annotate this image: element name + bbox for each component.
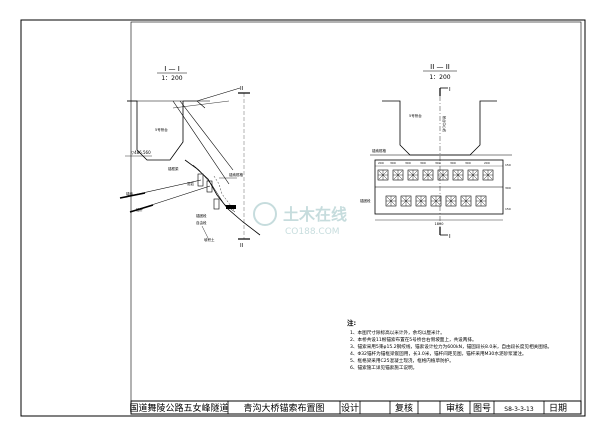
anchor-beam-label: 锚框梁 [168,166,179,171]
section-scale-right: 1：200 [429,74,450,81]
free-seg-label: 自由段 [196,220,207,225]
dim-label-top: 300 [435,161,441,165]
anchor-cell [407,169,419,181]
anchor-frame-1 [197,173,204,187]
dim-label-top: 300 [405,161,411,165]
design-label: 设计 [341,402,359,414]
anchor-cell [415,195,427,207]
anchor-cell [452,169,464,181]
anchor-frame-4 [226,205,236,209]
pier-label: 5号桥台 [155,127,168,132]
anchor-seg-label: 锚固段 [196,213,207,218]
right-pier-label: 5号桥台 [409,113,422,118]
section-mark-i-top: I [449,87,451,93]
anchor-cell [437,169,449,181]
title-block: 国道舞陵公路五女峰隧道 青沟大桥锚索布置图 设计 复核 审核 图号 S8-3-3… [129,400,582,415]
anchor-cell [400,195,412,207]
anchor-cell [445,195,457,207]
dim-label-top: 300 [420,161,426,165]
notes-heading: 注: [347,318,356,327]
review-label: 复核 [395,402,413,414]
drawing-no-label: 图号 [473,403,491,414]
drawing-title: 青沟大桥锚索布置图 [243,402,324,414]
note-6: 6、锚索施工详见锚索施工说明。 [350,364,417,371]
outer-frame [20,19,586,417]
elevation-label: ▽486.560 [131,150,151,155]
dim-label-side: 150 [505,207,511,211]
note-5: 5、框格梁采用C25混凝土现浇，框格内植草防护。 [350,357,454,364]
date-label: 日期 [549,403,567,414]
anchor-cell [475,195,487,207]
note-3: 3、锚索采用5束φ15.2钢绞线，锚索设计拉力为600kN，锚固段长8.0米，自… [350,343,552,350]
anchor-cell [460,195,472,207]
section-view-right: II — II 1：200 I 5号桥台 桥台中心线 锚索框格 200 300 30… [360,63,512,240]
right-top-label: 锚索框格 [372,148,386,153]
anchor-cell [467,169,479,181]
approve-label: 审核 [446,402,464,414]
project-name: 国道舞陵公路五女峰隧道 [129,402,228,414]
anchor-cell [430,195,442,207]
anchor-cell [377,169,389,181]
dim-label-top: 300 [450,161,456,165]
anchor-frame-2 [206,180,213,193]
dimension-labels-top: 200 300 300 300 300 300 300 200 [378,161,490,165]
dim-label-side: 300 [505,186,511,190]
rock-label: 泥岩 [187,181,194,186]
drawing-no: S8-3-3-13 [504,406,534,413]
bolt-label-left: 锚索 [126,191,133,196]
anchor-cell [385,195,397,207]
section-title-right: II — II [430,63,450,71]
dim-label-side: 150 [505,163,511,167]
section-title-left: I — I [164,65,180,73]
slope-label: 锚索框格 [229,172,243,177]
right-bottom-label: 锚固段 [360,198,371,203]
watermark-site: CO188.COM [285,227,340,237]
section-mark-ii-bottom: II [240,243,244,249]
slope-ground [184,159,261,236]
section-scale-left: 1：200 [161,75,182,82]
dim-label-top: 200 [484,161,490,165]
dim-label-top: 300 [390,161,396,165]
watermark: 土木在线 CO188.COM [253,202,347,237]
note-1: 1、本图尺寸除标高以米计外，余均以厘米计。 [350,329,445,336]
anchor-frame-3 [213,198,220,210]
section-mark-i-bottom: I [449,234,451,240]
note-2: 2、本桥共设11根锚索布置在5号桥台右侧坡面上，共设两排。 [350,336,477,343]
right-axis-label: 桥台中心线 [442,116,447,133]
section-view-left: I — I 1：200 5号桥台 ▽486.560 锚框梁 锚索 锚杆 锚索框格 [119,65,261,249]
dim-bottom: 1800 [435,222,444,226]
soil-label: 坡积土 [204,237,215,242]
dim-label-top: 300 [465,161,471,165]
watermark-brand: 土木在线 [283,205,347,224]
anchor-cell [392,169,404,181]
right-pier-outline [382,100,497,156]
dimension-labels-side: 150 300 150 [505,163,511,211]
bolt-label: 锚杆 [136,207,143,212]
section-mark-ii-top: II [240,86,244,92]
frame-cells [377,169,494,207]
anchor-cell [482,169,494,181]
dim-label-top: 200 [378,161,384,165]
watermark-logo-icon [253,202,277,226]
anchor-cell [422,169,434,181]
notes: 注: 1、本图尺寸除标高以米计外，余均以厘米计。 2、本桥共设11根锚索布置在5… [347,318,552,371]
note-4: 4、Φ32锚杆为锚框梁嵌固用，长3.0米，锚杆间距见图，锚杆采用M30水泥砂浆灌… [350,350,527,357]
